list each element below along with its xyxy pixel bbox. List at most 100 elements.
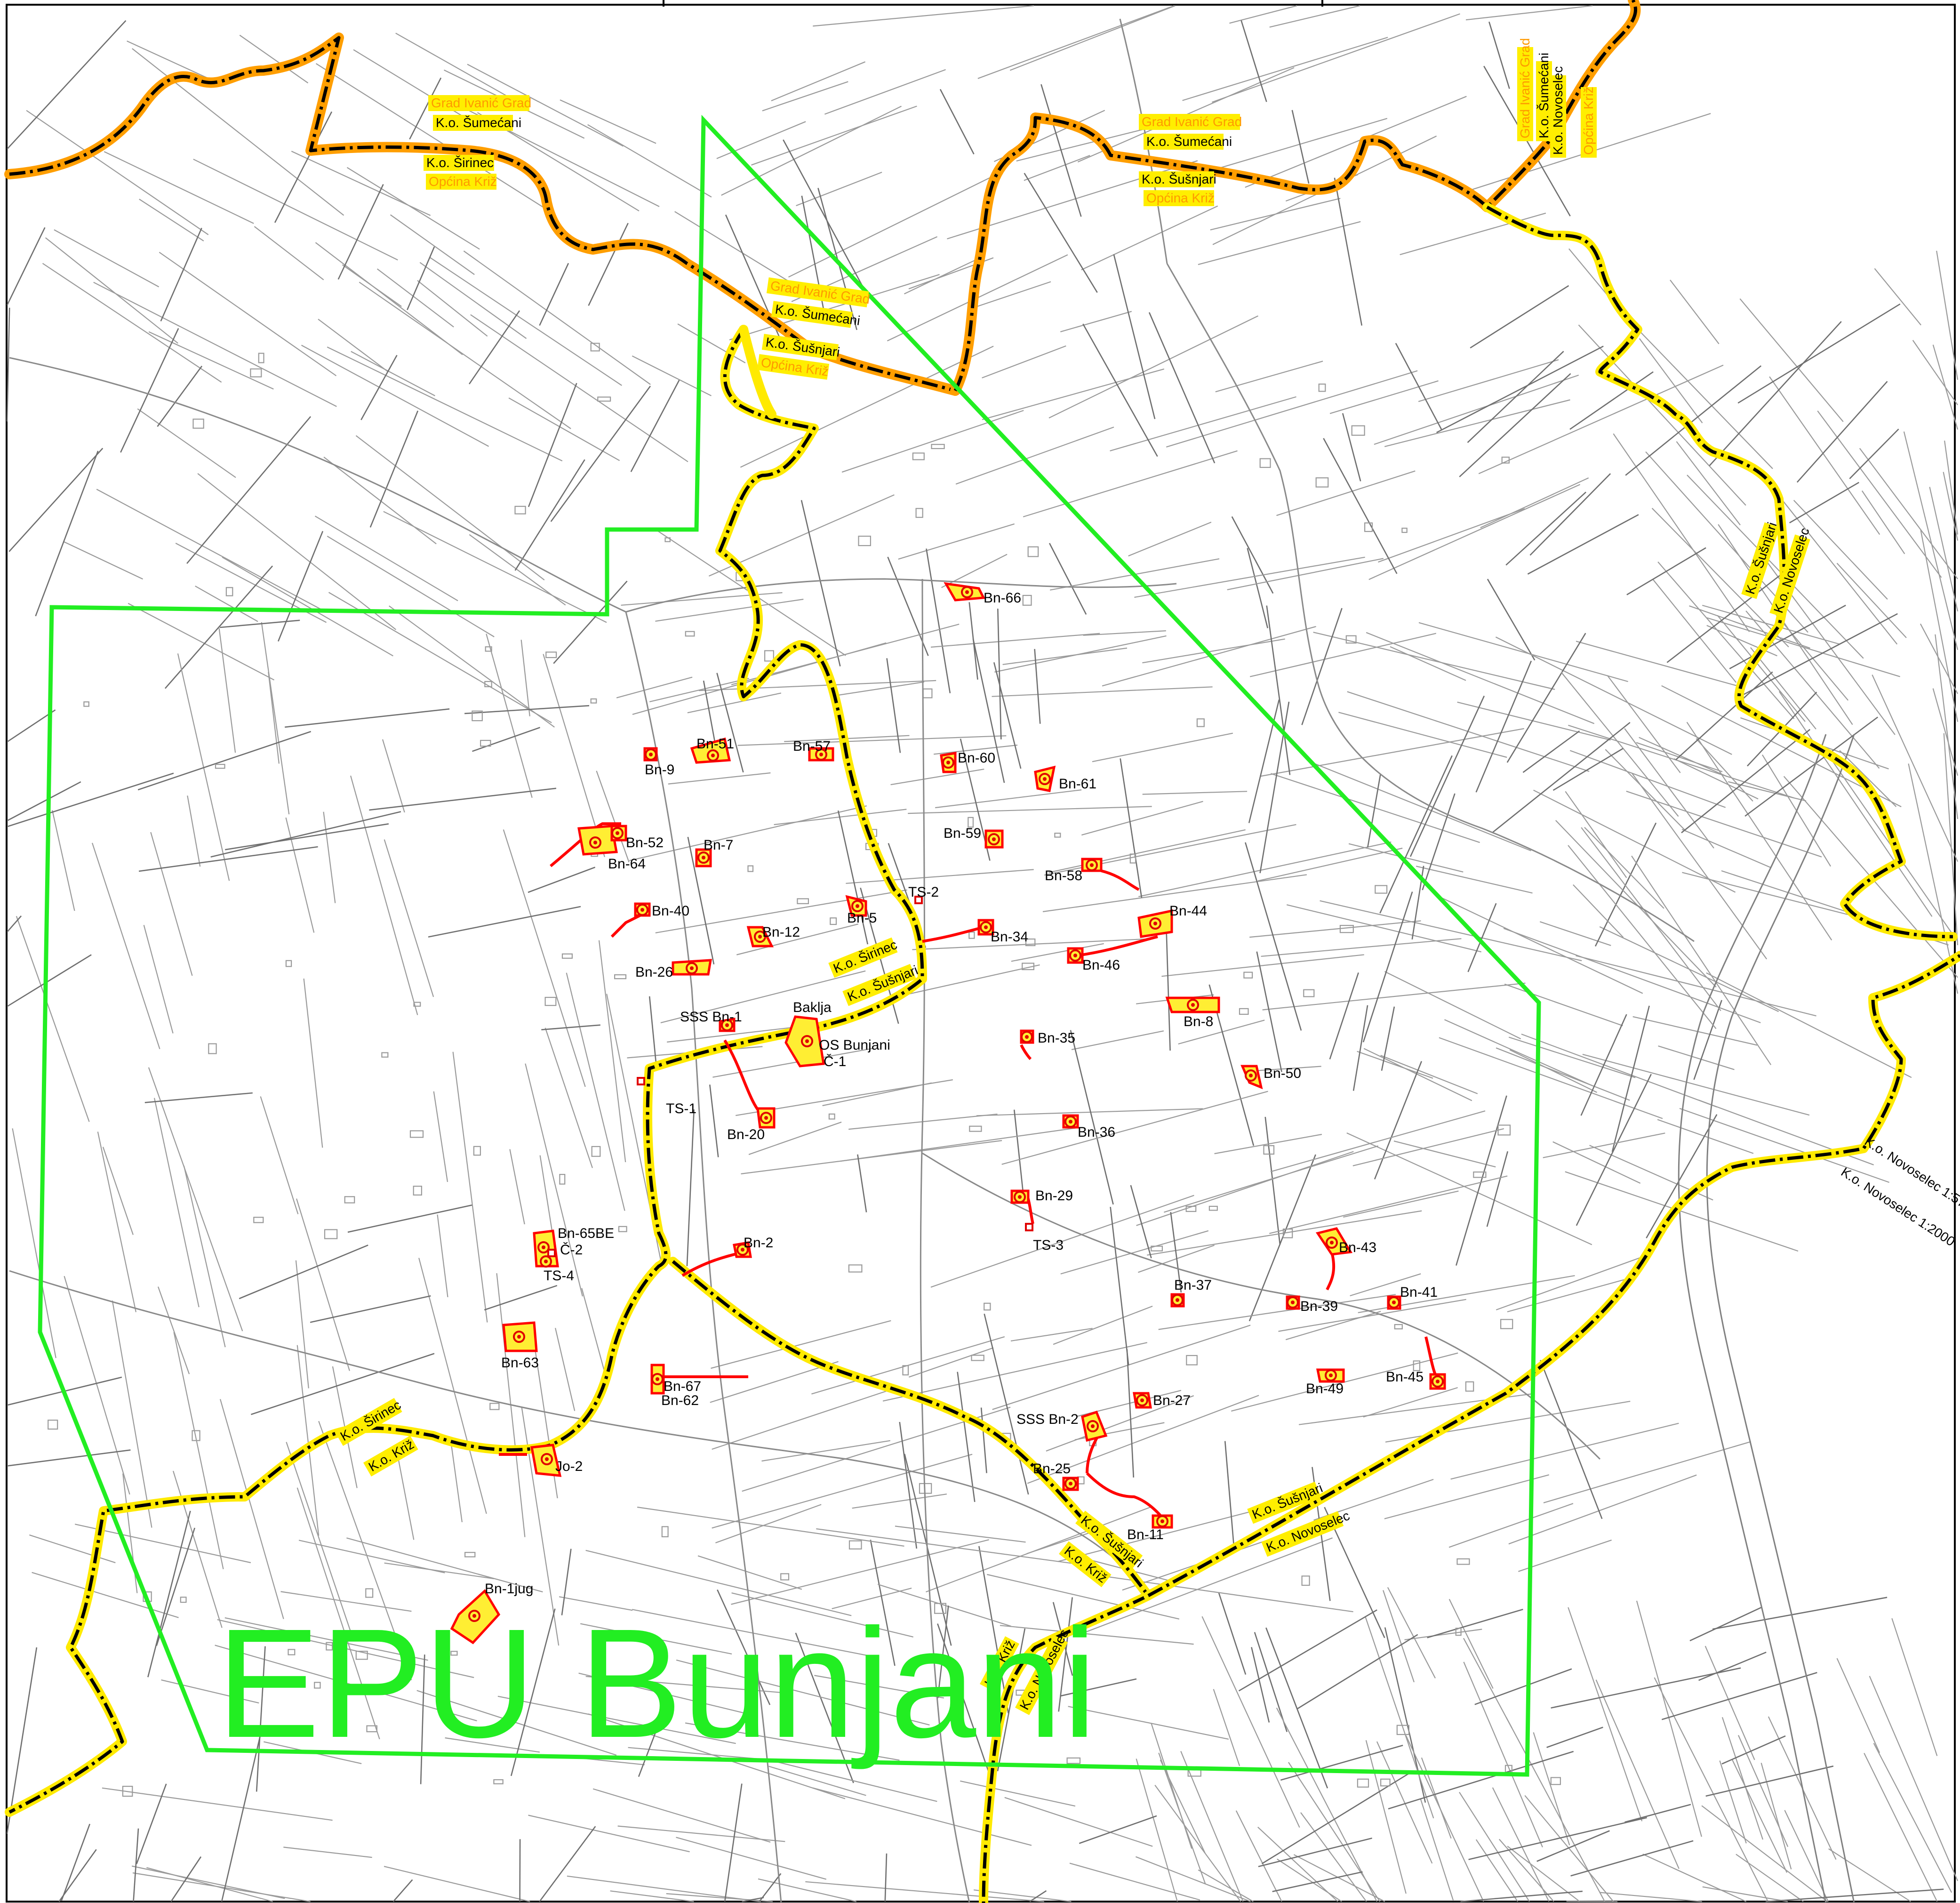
parcel-boundary-line (1836, 1658, 1880, 1753)
parcel-boundary-line (935, 789, 1082, 809)
parcel-boundary-line (1686, 722, 1832, 941)
parcel-boundary-line (1849, 428, 1899, 480)
parcel-boundary-line (528, 1815, 690, 1853)
parcel-boundary-line (1276, 1707, 1377, 1902)
building-outline (1243, 972, 1253, 979)
svg-text:K.o. Širinec: K.o. Širinec (831, 937, 899, 976)
parcel-boundary-line (742, 1897, 764, 1903)
svg-text:K.o. Novoselec: K.o. Novoselec (1264, 1508, 1352, 1555)
parcel-boundary-line (138, 846, 318, 872)
site-label-ts3: TS-3 (1033, 1237, 1064, 1253)
parcel-boundary-line (102, 1147, 134, 1235)
site-label-sss-bn2: SSS Bn-2 (1016, 1412, 1079, 1427)
parcel-boundary-line (899, 1421, 918, 1549)
site-marker-dot (741, 1248, 744, 1252)
parcel-boundary-line (908, 806, 1152, 814)
boundary-line-east (953, 0, 1637, 392)
parcel-boundary-line (186, 416, 312, 564)
parcel-boundary-line (882, 1342, 1148, 1402)
parcel-boundary-line (1261, 728, 1524, 777)
parcel-boundary-line (1932, 688, 1959, 776)
svg-text:Općina Križ: Općina Križ (429, 174, 497, 189)
site-label-bn58: Bn-58 (1045, 868, 1082, 883)
parcel-boundary-line (592, 1788, 771, 1843)
parcel-boundary-line (630, 379, 680, 473)
parcel-boundary-line (1728, 781, 1807, 802)
parcel-boundary-line (1632, 1016, 1758, 1046)
parcel-boundary-line (1561, 672, 1679, 817)
site-label-ts1: TS-1 (666, 1101, 696, 1116)
parcel-boundary-line (711, 1320, 891, 1369)
parcel-boundary-line (1213, 1689, 1240, 1766)
parcel-boundary-line (588, 1713, 846, 1799)
parcel-boundary-line (1277, 1858, 1342, 1902)
parcel-boundary-line (1254, 1632, 1288, 1732)
parcel-boundary-line (1509, 1049, 1597, 1093)
building-outline (208, 1043, 217, 1054)
parcel-boundary-line (395, 32, 517, 102)
site-marker-dot (856, 904, 859, 908)
site-label-bn63: Bn-63 (501, 1355, 539, 1371)
parcel-boundary-line (315, 242, 463, 355)
parcel-boundary-line (628, 1747, 770, 1760)
parcel-boundary-line (144, 1092, 253, 1103)
building-outline (1025, 938, 1036, 947)
parcel-boundary-line (1147, 1210, 1422, 1256)
parcel-boundary-line (1903, 431, 1959, 650)
parcel-boundary-line (1743, 613, 1898, 695)
building-outline (1129, 853, 1136, 864)
parcel-boundary-line (649, 678, 749, 702)
parcel-boundary-line (1160, 1759, 1206, 1854)
building-outline (984, 1302, 991, 1311)
parcel-boundary-line (812, 1787, 1032, 1846)
parcel-boundary-line (153, 1098, 200, 1308)
parcel-boundary-line (510, 1608, 556, 1776)
parcel-boundary-line (1381, 1006, 1395, 1071)
parcel-boundary-line (972, 638, 1005, 783)
parcel-boundary-line (814, 1675, 944, 1699)
parcel-boundary-line (224, 823, 389, 851)
parcel-boundary-line (463, 250, 651, 385)
parcel-boundary-line (751, 105, 917, 166)
parcel-boundary-line (1409, 695, 1485, 857)
parcel-boundary-line (1675, 671, 1773, 761)
parcel-boundary-line (54, 229, 160, 288)
building-outline (464, 1552, 476, 1558)
parcel-boundary-line (274, 111, 333, 223)
site-marker-dot (1025, 1035, 1029, 1039)
parcel-boundary-line (96, 489, 327, 613)
scale-label-1-5760: K.o. Novoselec 1:5760 (1862, 1134, 1960, 1218)
building-outline (365, 1588, 374, 1598)
parcel-boundary-line (1158, 1752, 1206, 1884)
parcel-boundary-line (1569, 371, 1654, 430)
parcel-boundary-line (984, 1313, 1029, 1495)
parcel-boundary-line (497, 1695, 736, 1744)
parcel-boundary-line (1024, 155, 1090, 181)
site-label-bn66: Bn-66 (984, 590, 1021, 606)
site-label-bn9: Bn-9 (645, 762, 674, 778)
parcel-boundary-line (160, 227, 202, 321)
parcel-boundary-line (1245, 96, 1467, 188)
parcel-boundary-line (731, 1539, 989, 1605)
parcel-boundary-line (539, 1826, 596, 1902)
building-outline (1364, 522, 1373, 532)
boundary-ko-south-west (5, 325, 927, 1817)
building-outline (381, 1052, 389, 1058)
site-label-bn37: Bn-37 (1174, 1277, 1212, 1293)
building-outline (48, 1420, 58, 1430)
building-outline (485, 646, 492, 652)
parcel-boundary-line (982, 345, 1066, 378)
building-outline (1318, 383, 1326, 392)
label-ko-sumecani-ne: K.o. Šumećani (1144, 134, 1232, 150)
site-label-bn46: Bn-46 (1082, 957, 1120, 973)
site-label-bn8: Bn-8 (1184, 1014, 1213, 1029)
building-outline (848, 1540, 862, 1550)
parcel-boundary-line (1670, 280, 1720, 345)
parcel-boundary-line (1079, 1815, 1157, 1844)
parcel-boundary-line (369, 410, 419, 528)
parcel-boundary-line (1565, 1171, 1799, 1252)
site-marker-dot (1176, 1298, 1179, 1302)
parcel-boundary-line (1378, 508, 1525, 563)
parcel-boundary-line (1624, 1804, 1691, 1823)
